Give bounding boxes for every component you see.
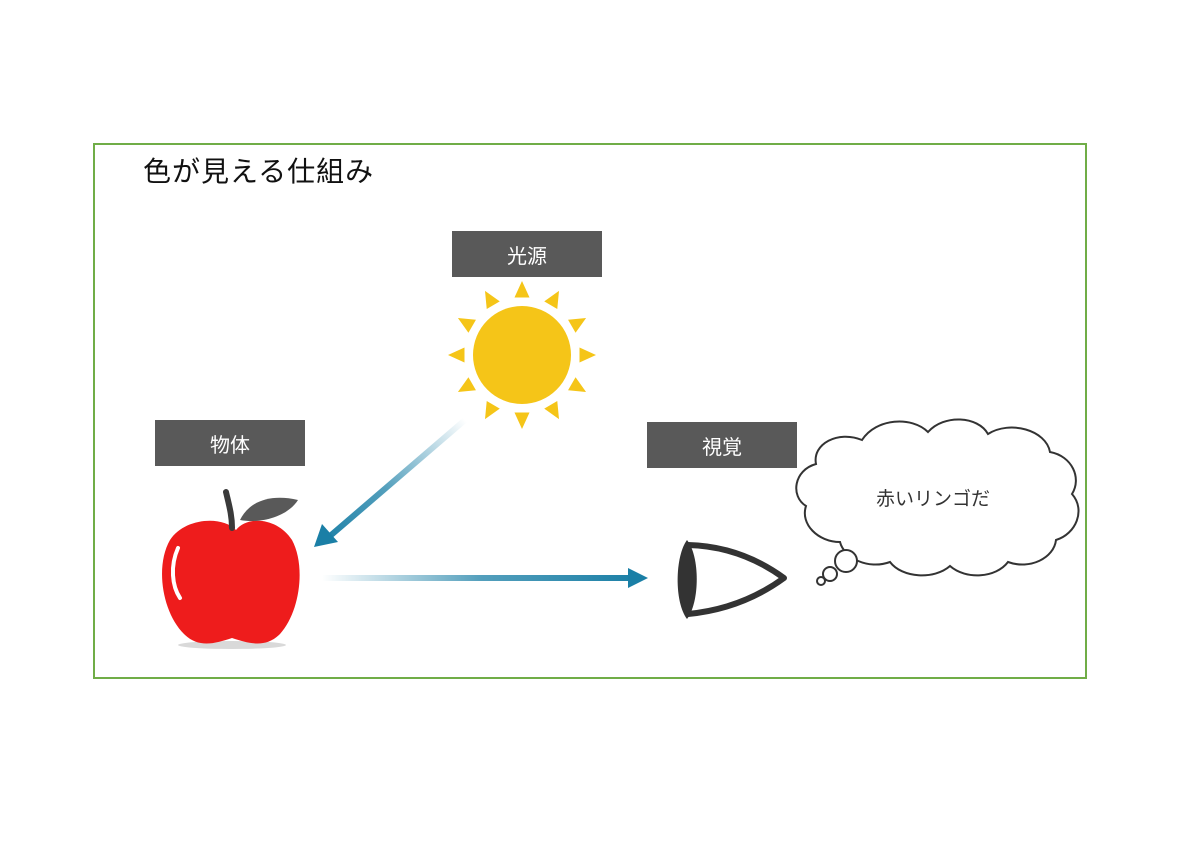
sun-ray <box>485 290 500 309</box>
sun-ray <box>457 318 476 333</box>
sun-ray <box>544 290 559 309</box>
diagram-frame <box>93 143 1087 679</box>
vision-label: 視覚 <box>647 422 797 468</box>
sun-disc <box>473 306 571 404</box>
sun-ray <box>544 401 559 420</box>
eye-icon <box>677 540 787 619</box>
sun-ray <box>568 318 587 333</box>
light-source-label: 光源 <box>452 231 602 277</box>
arrow-light-to-object <box>314 417 468 547</box>
sun-ray <box>568 377 587 392</box>
sun-ray <box>457 377 476 392</box>
thought-bubble-icon <box>795 418 1080 586</box>
thought-text: 赤いリンゴだ <box>875 488 990 510</box>
sun-ray <box>514 281 530 298</box>
sun-ray <box>514 412 530 429</box>
sun-icon <box>448 281 596 429</box>
diagram-title: 色が見える仕組み <box>143 155 375 188</box>
sun-ray <box>485 401 500 420</box>
sun-ray <box>579 347 596 363</box>
apple-icon <box>162 489 300 649</box>
arrow-object-to-vision <box>322 568 648 588</box>
sun-ray <box>448 347 465 363</box>
object-label: 物体 <box>155 420 305 466</box>
